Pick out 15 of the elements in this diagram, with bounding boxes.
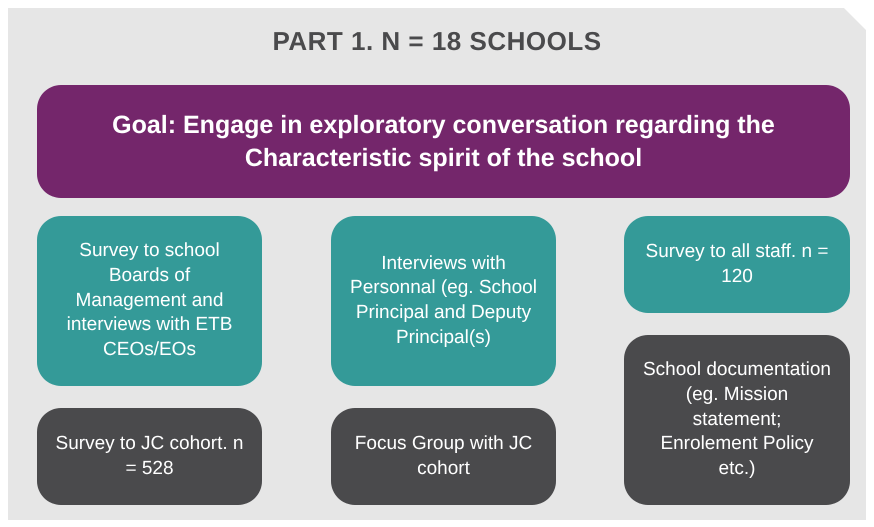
method-text: Survey to JC cohort. n = 528 [55, 432, 244, 480]
method-text: Survey to all staff. n = 120 [644, 240, 830, 288]
goal-box [37, 85, 850, 198]
goal-text: Goal: Engage in exploratory conversation regarding the Characteristic spirit of the school [111, 110, 776, 174]
method-box [331, 408, 556, 505]
method-text: School documentation (eg. Mission statement; Enrolement Policy etc.) [642, 358, 832, 482]
method-box [624, 216, 850, 313]
title: PART 1. N = 18 SCHOOLS [271, 26, 603, 57]
method-box [37, 216, 262, 386]
method-box [331, 216, 556, 386]
method-box [624, 335, 850, 505]
method-box [37, 408, 262, 505]
method-text: Focus Group with JC cohort [354, 432, 534, 480]
method-text: Survey to school Boards of Management and interviews with ETB CEOs/EOs [66, 239, 234, 362]
method-text: Interviews with Personnal (eg. School Principal and Deputy Principal(s) [349, 252, 538, 350]
